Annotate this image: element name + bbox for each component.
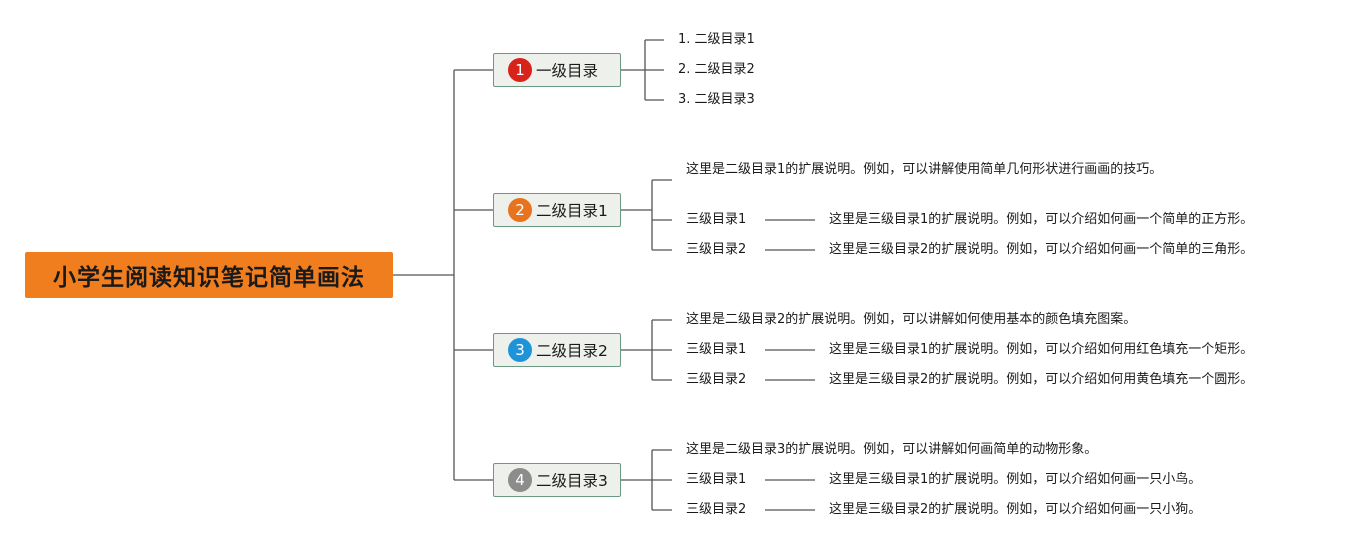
branch-label: 一级目录 — [536, 62, 599, 80]
number-badge-icon: 3 — [508, 338, 532, 362]
branch-topic-2[interactable]: 2 二级目录1 — [493, 193, 621, 227]
branch-description[interactable]: 这里是二级目录2的扩展说明。例如，可以讲解如何使用基本的颜色填充图案。 — [686, 312, 1137, 327]
subtopic-note[interactable]: 这里是三级目录1的扩展说明。例如，可以介绍如何画一个简单的正方形。 — [829, 212, 1254, 227]
root-label: 小学生阅读知识笔记简单画法 — [53, 265, 365, 291]
branch-label: 二级目录1 — [536, 202, 608, 220]
branch-topic-3[interactable]: 3 二级目录2 — [493, 333, 621, 367]
branch-topic-4[interactable]: 4 二级目录3 — [493, 463, 621, 497]
subtopic-label[interactable]: 三级目录1 — [686, 212, 747, 227]
subtopic-item[interactable]: 2. 二级目录2 — [678, 62, 755, 77]
root-topic[interactable]: 小学生阅读知识笔记简单画法 — [25, 252, 393, 298]
number-badge-icon: 1 — [508, 58, 532, 82]
subtopic-label[interactable]: 三级目录2 — [686, 372, 747, 387]
number-badge-icon: 4 — [508, 468, 532, 492]
subtopic-item[interactable]: 3. 二级目录3 — [678, 92, 755, 107]
branch-topic-1[interactable]: 1 一级目录 — [493, 53, 621, 87]
subtopic-note[interactable]: 这里是三级目录1的扩展说明。例如，可以介绍如何用红色填充一个矩形。 — [829, 342, 1254, 357]
subtopic-note[interactable]: 这里是三级目录2的扩展说明。例如，可以介绍如何画一个简单的三角形。 — [829, 242, 1254, 257]
subtopic-label[interactable]: 三级目录2 — [686, 242, 747, 257]
subtopic-label[interactable]: 三级目录1 — [686, 342, 747, 357]
number-badge-icon: 2 — [508, 198, 532, 222]
subtopic-note[interactable]: 这里是三级目录2的扩展说明。例如，可以介绍如何用黄色填充一个圆形。 — [829, 372, 1254, 387]
branch-description[interactable]: 这里是二级目录3的扩展说明。例如，可以讲解如何画简单的动物形象。 — [686, 442, 1098, 457]
subtopic-label[interactable]: 三级目录1 — [686, 472, 747, 487]
subtopic-label[interactable]: 三级目录2 — [686, 502, 747, 517]
subtopic-item[interactable]: 1. 二级目录1 — [678, 32, 755, 47]
branch-label: 二级目录3 — [536, 472, 608, 490]
subtopic-note[interactable]: 这里是三级目录1的扩展说明。例如，可以介绍如何画一只小鸟。 — [829, 472, 1202, 487]
branch-description[interactable]: 这里是二级目录1的扩展说明。例如，可以讲解使用简单几何形状进行画画的技巧。 — [686, 162, 1163, 177]
subtopic-note[interactable]: 这里是三级目录2的扩展说明。例如，可以介绍如何画一只小狗。 — [829, 502, 1202, 517]
branch-label: 二级目录2 — [536, 342, 608, 360]
